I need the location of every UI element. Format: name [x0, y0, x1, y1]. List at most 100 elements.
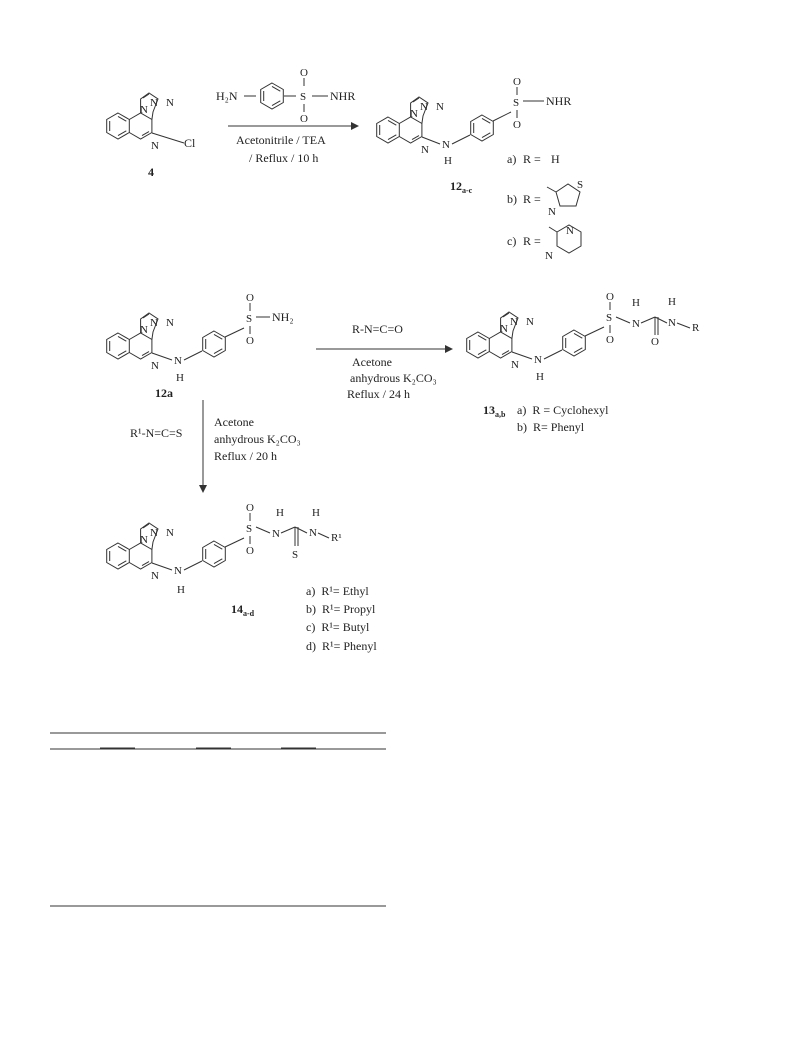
- svg-text:N: N: [534, 354, 542, 366]
- svg-text:S: S: [292, 549, 298, 561]
- svg-text:N: N: [548, 206, 556, 218]
- svg-text:N: N: [166, 317, 174, 329]
- svg-text:S: S: [513, 97, 519, 109]
- compound-12a-label: 12a: [155, 386, 173, 400]
- svg-text:S: S: [606, 312, 612, 324]
- svg-text:S: S: [577, 179, 583, 191]
- svg-text:H: H: [536, 371, 544, 383]
- svg-text:a): a): [507, 152, 516, 166]
- svg-text:N: N: [140, 324, 148, 336]
- svg-text:b): b): [507, 192, 517, 206]
- svg-text:c): c): [507, 234, 516, 248]
- svg-text:N: N: [151, 570, 159, 582]
- svg-text:N: N: [309, 527, 317, 539]
- compound-12a-structure: N N N N N H S O O NH₂: [106, 292, 294, 384]
- svg-text:O: O: [246, 545, 254, 557]
- svg-text:N: N: [151, 360, 159, 372]
- option-12b-thiazolyl: b) R = S N: [507, 179, 583, 218]
- svg-text:H: H: [668, 296, 676, 308]
- svg-text:O: O: [606, 291, 614, 303]
- svg-text:N: N: [566, 225, 574, 237]
- svg-text:N: N: [632, 318, 640, 330]
- svg-text:N: N: [150, 317, 158, 329]
- step1-condition-1: Acetonitrile / TEA: [236, 133, 326, 147]
- svg-text:Cl: Cl: [184, 136, 196, 150]
- svg-text:N: N: [410, 108, 418, 120]
- step3-reagent: R¹-N=C=S: [130, 426, 182, 440]
- svg-text:H: H: [444, 155, 452, 167]
- svg-text:H: H: [551, 152, 560, 166]
- option-12a: a) R = H: [507, 152, 560, 166]
- svg-text:N: N: [140, 104, 148, 116]
- option-13a: a)R = Cyclohexyl: [517, 403, 609, 417]
- svg-text:N: N: [166, 527, 174, 539]
- step3-condition-1: Acetone: [214, 415, 254, 429]
- compound-4-structure: N N N N Cl: [106, 92, 196, 152]
- option-14a: a)R¹= Ethyl: [306, 584, 369, 598]
- svg-text:O: O: [513, 76, 521, 88]
- step2-condition-2: anhydrous K₂CO₃: [350, 371, 437, 385]
- svg-text:R¹: R¹: [331, 532, 342, 544]
- svg-text:N: N: [668, 317, 676, 329]
- svg-text:N: N: [421, 144, 429, 156]
- svg-text:N: N: [174, 565, 182, 577]
- option-13b: b)R= Phenyl: [517, 420, 585, 434]
- svg-text:O: O: [300, 67, 308, 79]
- svg-text:S: S: [300, 91, 306, 103]
- svg-text:N: N: [511, 359, 519, 371]
- option-12c-pyrimidinyl: c) R = N N: [507, 224, 582, 262]
- svg-text:S: S: [246, 523, 252, 535]
- step2-condition-3: Reflux / 24 h: [347, 387, 410, 401]
- svg-text:R =: R =: [523, 152, 541, 166]
- step1-condition-2: / Reflux / 10 h: [249, 151, 318, 165]
- svg-text:NHR: NHR: [546, 94, 571, 108]
- svg-text:O: O: [246, 292, 254, 304]
- compound-13-label: 13a,b: [483, 403, 506, 419]
- svg-text:N: N: [150, 97, 158, 109]
- svg-text:H: H: [177, 584, 185, 596]
- step2-condition-1: Acetone: [352, 355, 392, 369]
- table-rules: [50, 732, 386, 907]
- svg-text:R: R: [692, 322, 700, 334]
- svg-text:H: H: [632, 297, 640, 309]
- svg-text:O: O: [606, 334, 614, 346]
- compound-12-label: 12a-c: [450, 179, 473, 195]
- compound-14-structure: N N N N N H S O O N H S N H R¹: [106, 502, 342, 596]
- svg-text:N: N: [272, 528, 280, 540]
- compound-4-label: 4: [148, 165, 154, 179]
- svg-text:O: O: [651, 336, 659, 348]
- compound-12-structure: N N N N N H S O O NHR: [376, 76, 571, 167]
- svg-text:R =: R =: [523, 192, 541, 206]
- svg-text:H: H: [276, 507, 284, 519]
- svg-text:N: N: [500, 323, 508, 335]
- svg-text:N: N: [510, 316, 518, 328]
- svg-text:R =: R =: [523, 234, 541, 248]
- step3-condition-3: Reflux / 20 h: [214, 449, 277, 463]
- svg-text:N: N: [420, 101, 428, 113]
- option-14b: b)R¹= Propyl: [306, 602, 376, 616]
- step2-reagent: R-N=C=O: [352, 322, 403, 336]
- svg-text:O: O: [246, 502, 254, 514]
- svg-text:O: O: [300, 113, 308, 125]
- compound-14-label: 14a-d: [231, 602, 255, 618]
- svg-text:H: H: [176, 372, 184, 384]
- svg-text:O: O: [513, 119, 521, 131]
- svg-text:N: N: [150, 527, 158, 539]
- svg-text:N: N: [545, 250, 553, 262]
- svg-text:N: N: [151, 140, 159, 152]
- compound-13-structure: N N N N N H S O O N H O N H R: [466, 291, 700, 383]
- svg-text:N: N: [526, 316, 534, 328]
- svg-text:N: N: [140, 534, 148, 546]
- svg-text:N: N: [174, 355, 182, 367]
- svg-text:NHR: NHR: [330, 89, 355, 103]
- svg-text:N: N: [166, 97, 174, 109]
- svg-text:NH₂: NH₂: [272, 310, 294, 324]
- option-14c: c)R¹= Butyl: [306, 620, 370, 634]
- sulfanilamide-reagent: H₂N S O O NHR: [216, 67, 355, 125]
- svg-text:S: S: [246, 313, 252, 325]
- svg-text:N: N: [442, 139, 450, 151]
- svg-text:O: O: [246, 335, 254, 347]
- svg-text:H₂N: H₂N: [216, 89, 238, 103]
- step3-condition-2: anhydrous K₂CO₃: [214, 432, 301, 446]
